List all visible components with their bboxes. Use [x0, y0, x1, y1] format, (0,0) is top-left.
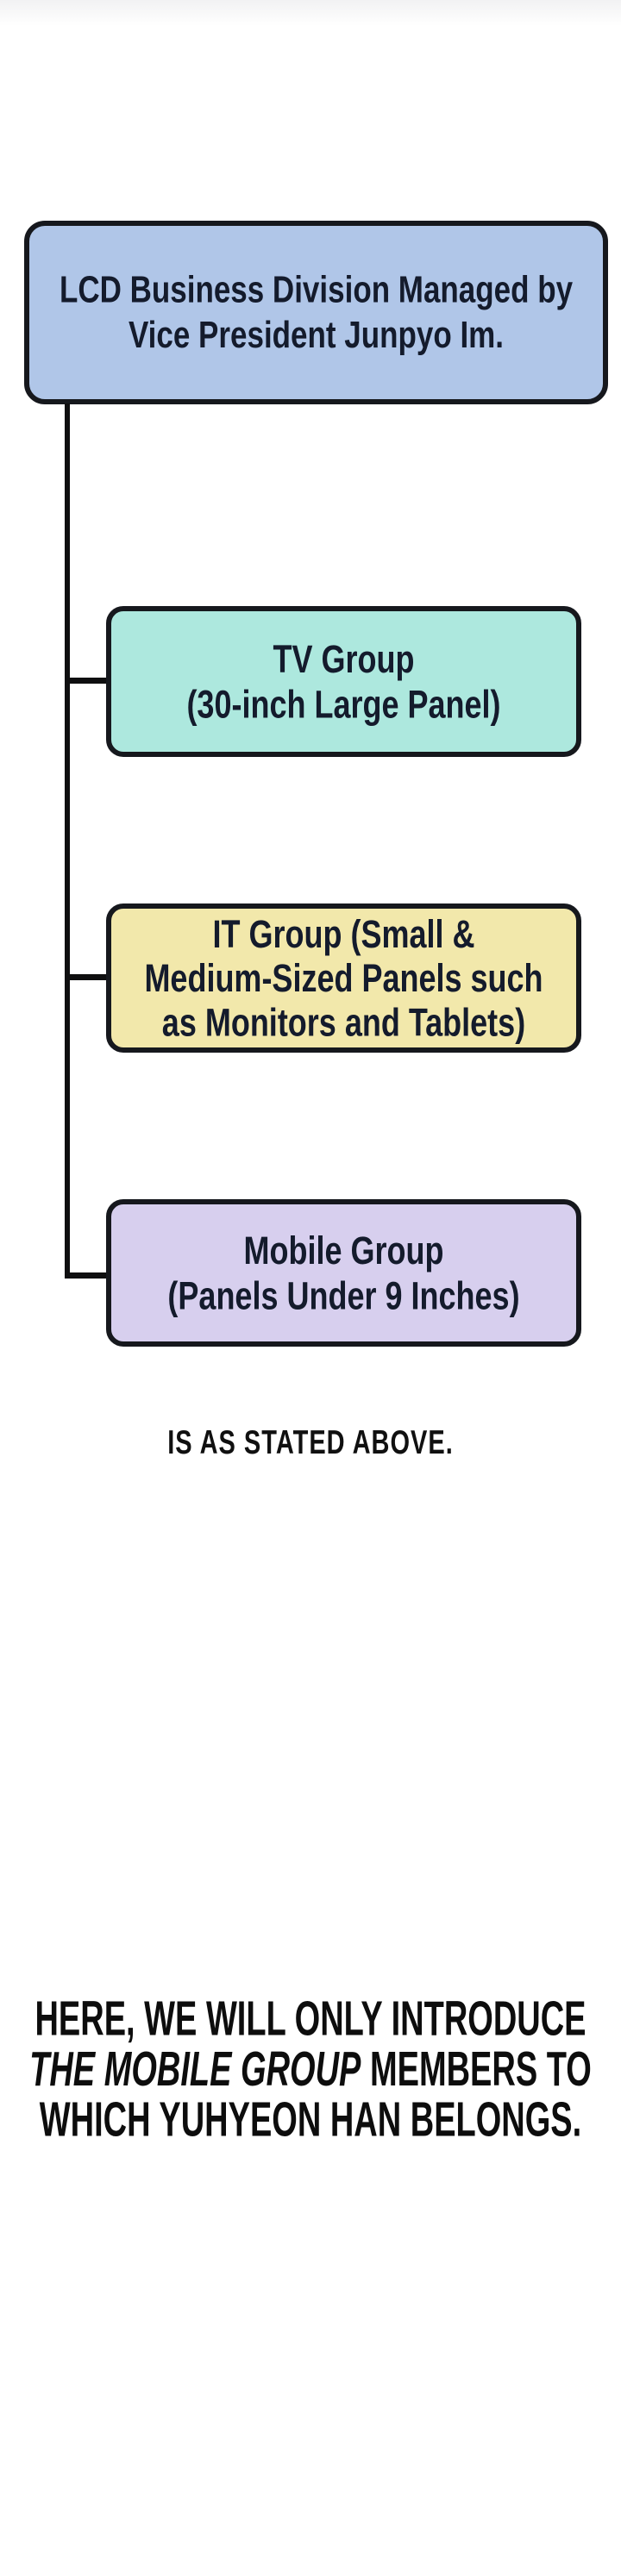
narration-line-2: THE MOBILE GROUP MEMBERS TO: [0, 2042, 621, 2098]
org-root-label-line-2: Vice President Junpyo Im.: [128, 313, 505, 356]
org-root-label-line-1: LCD Business Division Managed by: [59, 268, 574, 310]
connector-stub-it-group: [65, 974, 111, 980]
narration-line-2-italic-segment: THE MOBILE GROUP: [29, 2042, 361, 2098]
narration-text: HERE, WE WILL ONLY INTRODUCE THE MOBILE …: [0, 1992, 621, 2148]
connector-vertical-line: [65, 403, 70, 1279]
narration-line-3: WHICH YUHYEON HAN BELONGS.: [39, 2093, 582, 2148]
narration-line-2-rest: MEMBERS TO: [361, 2042, 592, 2098]
org-root-box-label: LCD Business Division Managed by Vice Pr…: [60, 267, 573, 358]
it-group-label-line-1: IT Group (Small &: [212, 911, 475, 956]
org-child-box-it-group: IT Group (Small & Medium-Sized Panels su…: [106, 903, 581, 1053]
tv-group-label-line-1: TV Group: [273, 636, 415, 681]
org-child-box-mobile-group: Mobile Group (Panels Under 9 Inches): [106, 1199, 581, 1347]
it-group-label-line-3: as Monitors and Tablets): [161, 1000, 526, 1045]
it-group-label-line-2: Medium-Sized Panels such: [144, 955, 543, 1001]
caption-text: IS AS STATED ABOVE.: [167, 1424, 454, 1462]
tv-group-label: TV Group (30-inch Large Panel): [186, 636, 500, 727]
mobile-group-label-line-2: (Panels Under 9 Inches): [167, 1272, 520, 1317]
org-root-box-lcd-division: LCD Business Division Managed by Vice Pr…: [24, 221, 608, 404]
panel-top-fade: [0, 0, 621, 26]
tv-group-label-line-2: (30-inch Large Panel): [186, 681, 501, 726]
narration-line-1: HERE, WE WILL ONLY INTRODUCE: [34, 1992, 586, 2047]
mobile-group-label-line-1: Mobile Group: [243, 1228, 444, 1272]
connector-stub-tv-group: [65, 678, 111, 684]
org-child-box-tv-group: TV Group (30-inch Large Panel): [106, 606, 581, 757]
it-group-label: IT Group (Small & Medium-Sized Panels su…: [144, 912, 543, 1045]
mobile-group-label: Mobile Group (Panels Under 9 Inches): [167, 1228, 519, 1318]
connector-stub-mobile-group: [65, 1272, 111, 1279]
